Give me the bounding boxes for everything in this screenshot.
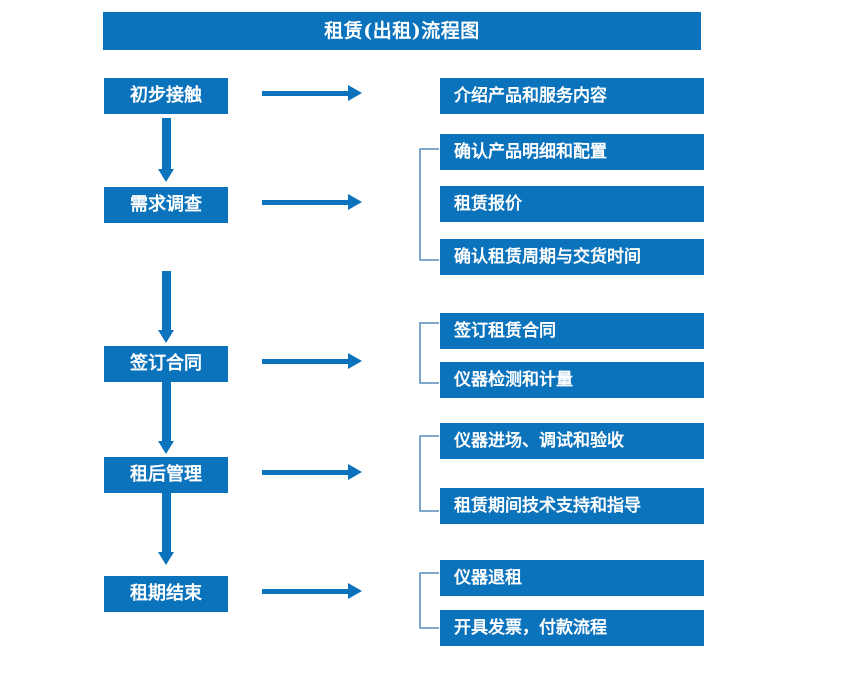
- detail-box-9[interactable]: 仪器退租: [440, 560, 704, 596]
- bracket-group-5: [419, 572, 439, 629]
- detail-label-7: 仪器进场、调试和验收: [454, 430, 624, 451]
- arrow-down-1-stem: [162, 118, 171, 169]
- bracket-group-3: [419, 322, 439, 384]
- detail-label-5: 签订租赁合同: [454, 320, 556, 341]
- detail-label-3: 租赁报价: [454, 193, 522, 214]
- arrow-down-2: [158, 271, 174, 343]
- detail-label-9: 仪器退租: [454, 567, 522, 588]
- detail-box-8[interactable]: 租赁期间技术支持和指导: [440, 488, 704, 524]
- stage-label-5: 租期结束: [130, 583, 202, 604]
- arrow-right-2: [262, 194, 362, 210]
- stage-label-1: 初步接触: [130, 85, 202, 106]
- detail-box-6[interactable]: 仪器检测和计量: [440, 362, 704, 398]
- detail-box-4[interactable]: 确认租赁周期与交货时间: [440, 239, 704, 275]
- arrow-right-1: [262, 85, 362, 101]
- arrow-down-3-head: [158, 441, 174, 454]
- arrow-down-4-head: [158, 552, 174, 565]
- stage-box-4[interactable]: 租后管理: [104, 457, 228, 493]
- arrow-right-3-head: [348, 353, 362, 369]
- stage-box-1[interactable]: 初步接触: [104, 78, 228, 114]
- stage-box-5[interactable]: 租期结束: [104, 576, 228, 612]
- arrow-down-1: [158, 118, 174, 182]
- bracket-group-4: [419, 435, 439, 512]
- detail-label-1: 介绍产品和服务内容: [454, 85, 607, 106]
- arrow-right-1-head: [348, 85, 362, 101]
- arrow-right-4-stem: [262, 470, 350, 475]
- arrow-down-4: [158, 493, 174, 565]
- stage-label-2: 需求调查: [130, 194, 202, 215]
- arrow-down-4-stem: [162, 493, 171, 552]
- stage-box-2[interactable]: 需求调查: [104, 187, 228, 223]
- detail-label-2: 确认产品明细和配置: [454, 141, 607, 162]
- detail-box-2[interactable]: 确认产品明细和配置: [440, 134, 704, 170]
- chart-title-bar: 租赁(出租)流程图: [103, 12, 701, 50]
- arrow-right-3-stem: [262, 359, 350, 364]
- detail-box-7[interactable]: 仪器进场、调试和验收: [440, 423, 704, 459]
- arrow-right-5-head: [348, 583, 362, 599]
- arrow-down-2-stem: [162, 271, 171, 330]
- detail-label-6: 仪器检测和计量: [454, 369, 573, 390]
- arrow-right-1-stem: [262, 91, 350, 96]
- arrow-right-2-stem: [262, 200, 350, 205]
- detail-label-8: 租赁期间技术支持和指导: [454, 495, 641, 516]
- detail-box-1[interactable]: 介绍产品和服务内容: [440, 78, 704, 114]
- detail-box-3[interactable]: 租赁报价: [440, 186, 704, 222]
- arrow-down-1-head: [158, 169, 174, 182]
- stage-box-3[interactable]: 签订合同: [104, 346, 228, 382]
- detail-label-4: 确认租赁周期与交货时间: [454, 246, 641, 267]
- arrow-right-4-head: [348, 464, 362, 480]
- stage-label-4: 租后管理: [130, 464, 202, 485]
- arrow-right-2-head: [348, 194, 362, 210]
- detail-box-10[interactable]: 开具发票，付款流程: [440, 610, 704, 646]
- detail-label-10: 开具发票，付款流程: [454, 617, 607, 638]
- arrow-right-5: [262, 583, 362, 599]
- stage-label-3: 签订合同: [130, 353, 202, 374]
- arrow-down-2-head: [158, 330, 174, 343]
- arrow-right-4: [262, 464, 362, 480]
- arrow-down-3: [158, 382, 174, 454]
- arrow-right-5-stem: [262, 589, 350, 594]
- bracket-group-2: [419, 148, 439, 261]
- chart-title: 租赁(出租)流程图: [324, 19, 480, 42]
- arrow-right-3: [262, 353, 362, 369]
- arrow-down-3-stem: [162, 382, 171, 441]
- detail-box-5[interactable]: 签订租赁合同: [440, 313, 704, 349]
